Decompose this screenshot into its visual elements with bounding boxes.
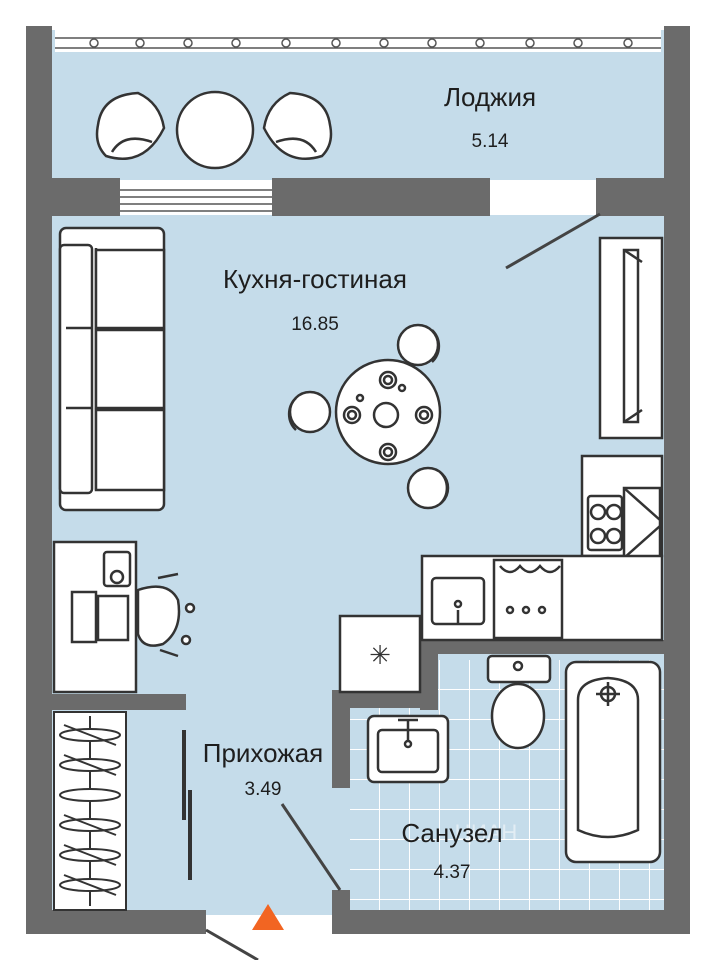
armchair-left (95, 91, 166, 161)
watermark: ЦИАН (455, 820, 518, 845)
bathroom-fixtures (366, 654, 662, 864)
balcony-door[interactable] (120, 182, 272, 214)
room-labels: Лоджия 5.14 Кухня-гостиная 16.85 Прихожа… (203, 82, 536, 883)
hanger-group (59, 724, 121, 896)
bathroom-door-leaf[interactable] (280, 803, 342, 891)
round-table (175, 90, 255, 170)
laptop (70, 590, 98, 644)
sofa (58, 226, 166, 512)
bathroom-area: 4.37 (434, 862, 471, 883)
entrance-marker-icon (252, 904, 284, 930)
cooker-hood (622, 486, 662, 560)
loggia-window (55, 30, 661, 52)
armchair-right (262, 91, 333, 161)
fridge (338, 614, 422, 694)
bathroom-name: Санузел (401, 818, 502, 848)
hallway-wardrobe (53, 711, 127, 911)
tv-cabinet (598, 236, 664, 440)
workspace (52, 540, 196, 694)
office-chair (136, 585, 181, 647)
dining-set (287, 323, 450, 510)
walls (26, 26, 690, 934)
loggia-furniture (95, 90, 333, 170)
living-kitchen-name: Кухня-гостиная (223, 264, 407, 294)
loggia-area: 5.14 (472, 131, 509, 152)
living-kitchen-area: 16.85 (291, 314, 339, 335)
entrance-door-leaf[interactable] (205, 928, 259, 960)
loggia-name: Лоджия (444, 82, 536, 112)
loggia-door-leaf[interactable] (505, 212, 601, 270)
hallway-area: 3.49 (245, 779, 282, 800)
toilet-bowl (490, 682, 546, 750)
hallway-name: Прихожая (203, 738, 323, 768)
fridge-snowflake-icon: ✳ (369, 641, 391, 671)
kitchen-unit (338, 454, 664, 694)
wardrobe-sliding-door[interactable] (182, 730, 192, 880)
